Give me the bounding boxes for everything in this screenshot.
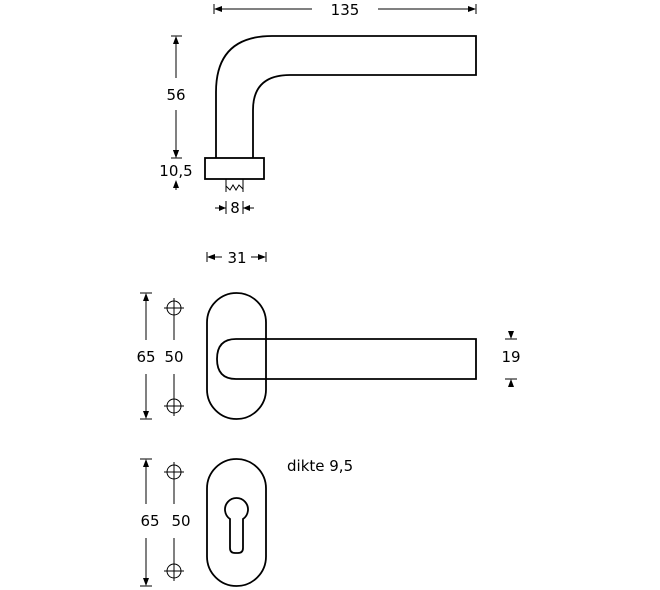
handle-front-view [206, 292, 477, 420]
dim-grip-height: 19 [501, 331, 521, 387]
dim-spindle: 8 [215, 199, 254, 217]
screw-holes-bottom: 50 [164, 462, 191, 581]
dim-handle-height: 56 [166, 35, 186, 158]
dim-handle-length: 135 [213, 1, 477, 19]
dim-10-5-label: 10,5 [159, 162, 192, 180]
dim-plate-height-bottom: 65 [140, 458, 160, 587]
screw-hole-bottom-icon-2 [164, 561, 184, 581]
dim-65-label-middle: 65 [136, 348, 155, 366]
dim-plate-height-middle: 65 [136, 292, 156, 420]
screw-hole-top-icon-2 [164, 462, 184, 482]
dim-50-label-bottom: 50 [171, 512, 190, 530]
handle-grip [216, 338, 477, 380]
oval-rose-plate [206, 292, 267, 420]
dim-19-label: 19 [501, 348, 520, 366]
screw-hole-top-icon [164, 298, 184, 318]
dim-rose-width: 31 [206, 249, 267, 267]
screw-holes-middle: 50 [164, 298, 184, 416]
dim-31-label: 31 [227, 249, 246, 267]
screw-hole-bottom-icon [164, 396, 184, 416]
dim-8-label: 8 [230, 199, 240, 217]
escutcheon-plate [206, 458, 267, 587]
dim-56-label: 56 [166, 86, 185, 104]
rose-base [204, 157, 265, 180]
handle-outline [215, 35, 477, 158]
dim-135-label: 135 [331, 1, 360, 19]
cylinder-cutout [224, 497, 249, 554]
spindle-break [225, 179, 244, 192]
dim-rose-height: 10,5 [159, 150, 193, 190]
escutcheon-view [206, 458, 267, 587]
thickness-note: dikte 9,5 [287, 457, 353, 475]
dim-50-label-middle: 50 [164, 348, 183, 366]
handle-side-view [204, 35, 477, 192]
dim-65-label-bottom: 65 [140, 512, 159, 530]
